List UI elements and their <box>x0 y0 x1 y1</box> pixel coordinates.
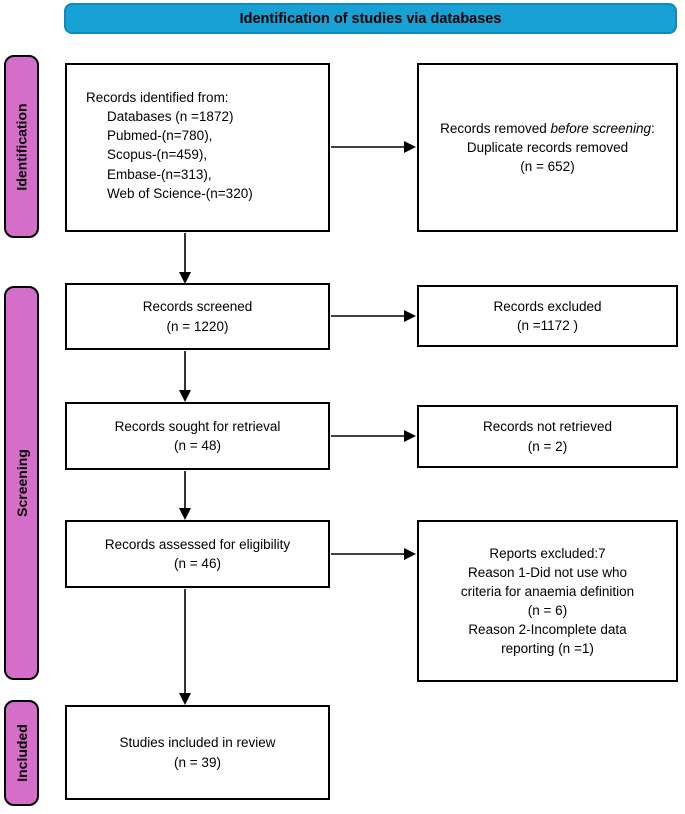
records-removed-italic: before screening <box>550 120 652 136</box>
box-studies-included: Studies included in review (n = 39) <box>65 705 330 800</box>
reports-excluded-line-3: criteria for anaemia definition <box>460 583 635 599</box>
records-assessed-label: Records assessed for eligibility <box>104 536 291 552</box>
stage-label-included: Included <box>4 700 39 806</box>
box-records-identified: Records identified from: Databases (n =1… <box>65 63 330 232</box>
duplicates-removed-count: (n = 652) <box>520 159 575 175</box>
box-records-sought: Records sought for retrieval (n = 48) <box>65 402 330 470</box>
banner-title: Identification of studies via databases <box>239 10 502 27</box>
box-records-assessed: Records assessed for eligibility (n = 46… <box>65 520 330 588</box>
records-removed-prefix: Records removed <box>440 120 551 136</box>
records-screened-label: Records screened <box>142 299 253 315</box>
box-reports-excluded: Reports excluded:7 Reason 1-Did not use … <box>417 520 678 682</box>
reports-excluded-line-6: reporting (n =1) <box>501 641 594 657</box>
source-web-of-science: Web of Science-(n=320) <box>107 185 253 201</box>
source-scopus: Scopus-(n=459), <box>107 147 208 163</box>
stage-label-included-text: Included <box>13 724 30 782</box>
source-embase: Embase-(n=313), <box>107 166 212 182</box>
records-removed-line: Records removed before screening: <box>440 119 655 138</box>
box-records-screened: Records screened (n = 1220) <box>65 283 330 350</box>
banner-identification-via-databases: Identification of studies via databases <box>64 3 677 34</box>
reports-excluded-line-1: Reports excluded:7 <box>489 545 606 561</box>
box-records-removed-before-screening: Records removed before screening: Duplic… <box>417 63 678 232</box>
records-not-retrieved-label: Records not retrieved <box>482 419 613 435</box>
stage-label-screening: Screening <box>4 286 39 680</box>
records-assessed-count: (n = 46) <box>174 556 221 571</box>
records-removed-suffix: : <box>651 120 655 136</box>
reports-excluded-line-2: Reason 1-Did not use who <box>467 564 628 580</box>
reports-excluded-line-4: (n = 6) <box>527 603 568 618</box>
records-excluded-count: (n =1172 ) <box>517 318 578 333</box>
studies-included-count: (n = 39) <box>174 754 221 770</box>
records-screened-count: (n = 1220) <box>166 318 229 334</box>
records-sought-label: Records sought for retrieval <box>114 418 281 434</box>
duplicates-removed-label: Duplicate records removed <box>466 139 629 155</box>
records-identified-intro: Records identified from: <box>86 90 229 105</box>
box-records-not-retrieved: Records not retrieved (n = 2) <box>417 405 678 468</box>
records-not-retrieved-count: (n = 2) <box>527 438 568 454</box>
records-excluded-label: Records excluded <box>493 298 602 314</box>
stage-label-identification: Identification <box>4 55 39 238</box>
stage-label-identification-text: Identification <box>13 102 30 191</box>
box-records-excluded: Records excluded (n =1172 ) <box>417 285 678 347</box>
stage-label-screening-text: Screening <box>13 449 30 517</box>
records-sought-count: (n = 48) <box>174 438 221 453</box>
reports-excluded-line-5: Reason 2-Incomplete data <box>468 622 627 638</box>
source-pubmed: Pubmed-(n=780), <box>107 128 213 144</box>
studies-included-label: Studies included in review <box>119 735 276 751</box>
source-databases: Databases (n =1872) <box>107 109 234 125</box>
